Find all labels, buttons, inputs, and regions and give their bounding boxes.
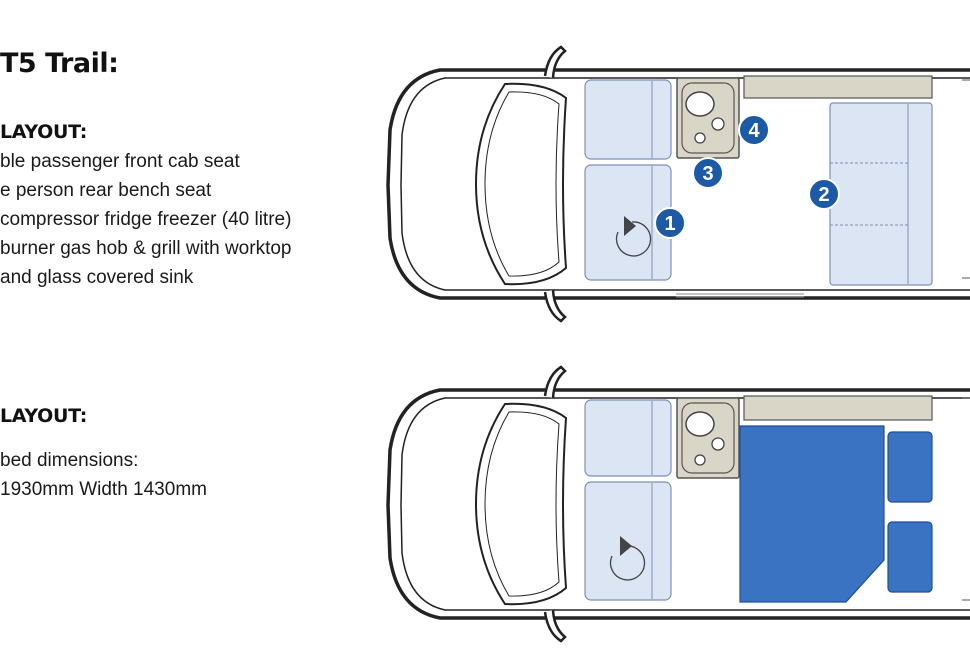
- front-seat-top: [584, 399, 672, 477]
- windscreen: [474, 82, 568, 286]
- swivel-arrow-icon: [620, 536, 632, 556]
- day-layout-list: ble passenger front cab seat e person re…: [0, 147, 291, 292]
- day-layout-item: and glass covered sink: [0, 267, 194, 288]
- hob-burner: [694, 132, 706, 144]
- swivel-seat-icon: [609, 545, 646, 581]
- marker-3-label: 3: [702, 163, 713, 185]
- day-layout-item: ble passenger front cab seat: [0, 151, 240, 172]
- hob-burner: [694, 454, 706, 466]
- hob-burner: [711, 117, 725, 131]
- windscreen: [474, 402, 568, 606]
- worktop: [743, 395, 933, 421]
- night-layout-van: [386, 365, 970, 643]
- front-seat-top: [584, 79, 672, 160]
- night-layout-line: 1930mm Width 1430mm: [0, 479, 207, 500]
- marker-2: 2: [808, 178, 840, 210]
- front-seat-bottom: [584, 481, 672, 601]
- day-layout-heading: LAYOUT:: [0, 121, 88, 143]
- marker-4: 4: [738, 114, 770, 146]
- day-layout-item: e person rear bench seat: [0, 180, 212, 201]
- sink-bowl: [685, 91, 715, 117]
- night-layout-heading: LAYOUT:: [0, 405, 88, 427]
- wing-mirror-bottom: [543, 609, 567, 643]
- wing-mirror-bottom: [543, 289, 567, 323]
- page-title: T5 Trail:: [0, 48, 119, 79]
- bed: [739, 425, 885, 603]
- bed-cushion-top: [887, 431, 933, 503]
- rear-bench-seat: [829, 102, 933, 286]
- marker-1-label: 1: [664, 213, 675, 235]
- windscreen-inner: [484, 411, 560, 597]
- swivel-arrow-icon: [624, 216, 636, 236]
- night-layout-line: bed dimensions:: [0, 450, 139, 471]
- wing-mirror-top: [543, 365, 567, 399]
- marker-4-label: 4: [748, 120, 760, 142]
- windscreen-inner: [484, 91, 560, 277]
- bed-cushion-bottom: [887, 521, 933, 593]
- van-body-inner-line: [400, 397, 970, 611]
- day-layout-item: burner gas hob & grill with worktop: [0, 238, 292, 259]
- marker-3: 3: [692, 157, 724, 189]
- hob-burner: [711, 437, 725, 451]
- night-layout-list: bed dimensions: 1930mm Width 1430mm: [0, 446, 207, 504]
- day-layout-van: 1 2 3 4: [386, 45, 970, 323]
- marker-1: 1: [654, 207, 686, 239]
- swivel-seat-icon: [615, 221, 652, 257]
- worktop: [743, 75, 933, 99]
- marker-2-label: 2: [818, 184, 829, 206]
- sink-bowl: [685, 411, 715, 437]
- day-layout-item: compressor fridge freezer (40 litre): [0, 209, 292, 230]
- van-body-inner-line: [400, 77, 970, 291]
- wing-mirror-top: [543, 45, 567, 79]
